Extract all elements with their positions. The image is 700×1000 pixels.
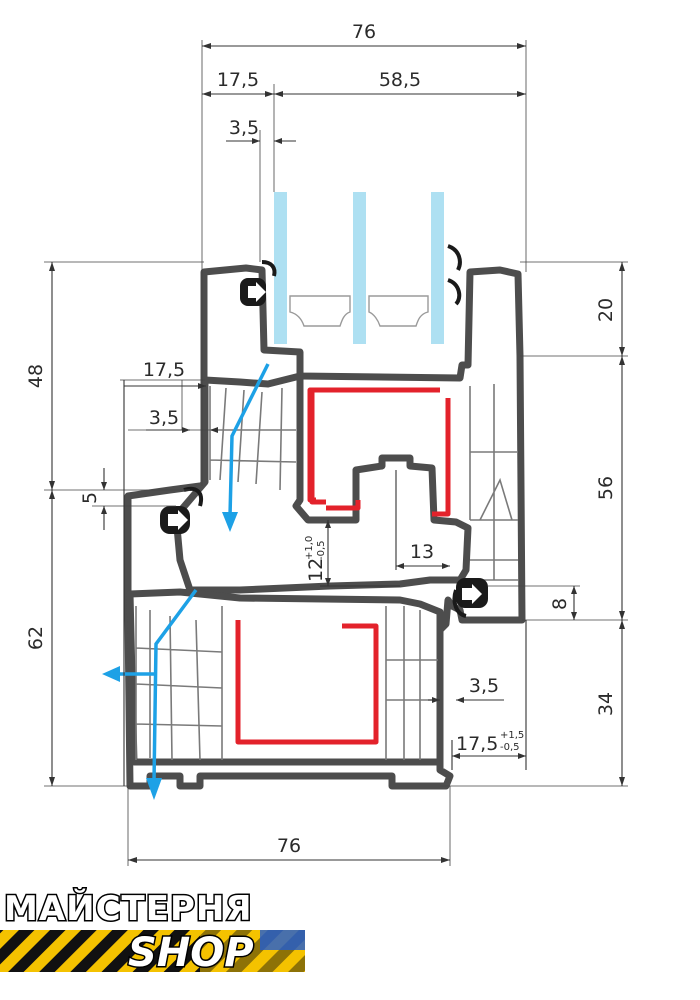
gasket-arrow-right [462,584,482,604]
flow-arrow-out [102,666,120,682]
dim-mid-17: 17,5 [143,359,185,381]
dim-left-48: 48 [25,364,47,388]
top-extensions [201,40,527,486]
frame-lower-outline [126,588,444,766]
gasket-arrow-top [248,282,266,302]
dim-bottom-175-plus: +1,5 [500,730,524,741]
dim-bottom-total: 76 [277,835,301,857]
dim-bottom-175: 17,5 +1,5 -0,5 [456,730,524,755]
gasket-glass-inner-mid [447,278,462,306]
dim-right-20: 20 [595,298,617,322]
spacer-frame-right [368,295,429,327]
dim-gap-12: 12 +1,0 -0,5 [304,536,327,582]
left-extensions [44,261,210,787]
spacer-frame-left [289,295,351,327]
gasket-glass-outer [261,260,277,277]
dim-top-total: 76 [352,21,376,43]
dim-left-62: 62 [25,626,47,650]
glass-pane-outer [274,192,287,344]
dim-right-56: 56 [595,476,617,500]
dim-right-34: 34 [595,692,617,716]
bottom-extensions [127,786,451,866]
glass-pane-inner [431,192,444,344]
top-dims [202,45,526,142]
dim-gap-plus: +1,0 [304,536,315,560]
chamber-lines-right [469,384,518,581]
glass-pane-middle [353,192,366,344]
dim-mid-35: 3,5 [149,407,179,429]
gasket-sash-outer [183,486,203,507]
gaskets [160,244,488,618]
dim-bottom-175-main: 17,5 [456,733,498,755]
dim-left-5: 5 [79,492,101,504]
gasket-glass-inner-top [447,244,462,271]
flow-arrow-upper [222,512,238,532]
profile-chambers [135,384,518,761]
glass-unit [274,192,444,344]
right-extensions [440,261,628,787]
dim-gap-minus: -0,5 [316,540,327,560]
dim-bottom-175-minus: -0,5 [500,742,520,753]
dim-inner-13: 13 [410,541,434,563]
dim-top-seal: 3,5 [229,117,259,139]
chamber-lines-upper [209,386,297,491]
reinforcement-sash-inner [309,392,326,505]
dim-top-right: 58,5 [379,69,421,91]
left-dims [51,262,206,786]
dimension-labels: 76 17,5 58,5 3,5 48 5 62 17,5 3,5 12 +1,… [25,21,617,857]
dimension-lines [44,40,628,866]
reinforcement-frame [235,620,379,745]
flow-line-lower [152,588,198,783]
steel-reinforcement [235,387,451,745]
dim-right-8: 8 [549,598,571,610]
right-dims [573,262,623,786]
top-arrowheads [202,43,526,144]
dim-gap-main: 12 [305,558,327,582]
chamber-lines-lower [135,606,438,761]
flow-arrow-lower [146,778,162,800]
flow-line-upper [228,363,270,517]
dim-bottom-35: 3,5 [469,675,499,697]
gasket-frame-inner [452,589,467,618]
brand-logo: МАЙСТЕРНЯ SHOP [0,887,305,978]
inner-dims [320,470,450,587]
frame-lower-body [126,588,444,766]
logo-line1: МАЙСТЕРНЯ [4,888,253,929]
logo-blue-band [260,930,305,950]
gasket-arrow-mid [168,510,188,530]
logo-line2: SHOP [128,930,254,976]
dim-top-left: 17,5 [217,69,259,91]
